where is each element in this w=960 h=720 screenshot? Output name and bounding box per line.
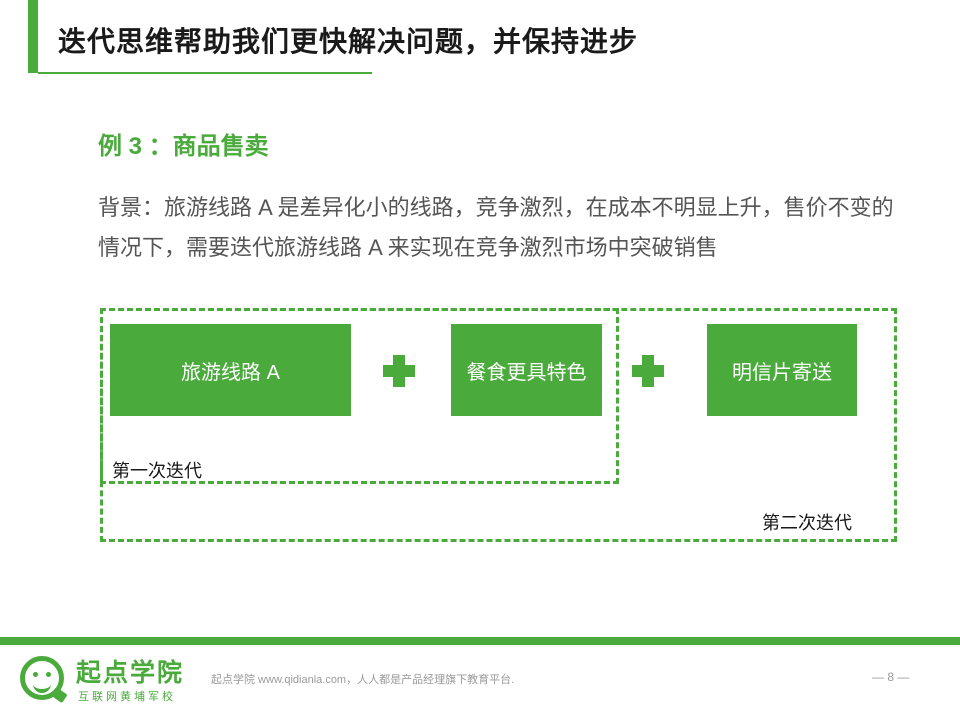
step-box-route-a: 旅游线路 A	[110, 324, 351, 416]
background-text: 背景：旅游线路 A 是差异化小的线路，竞争激烈，在成本不明显上升，售价不变的情况…	[98, 195, 894, 260]
plus-icon	[383, 355, 415, 387]
example-title: 例 3 ：商品售卖	[98, 133, 269, 160]
iteration-1-label: 第一次迭代	[112, 461, 202, 481]
footer-divider	[0, 637, 960, 645]
iteration-2-label: 第二次迭代	[762, 513, 852, 533]
step-box-food: 餐食更具特色	[451, 324, 602, 416]
logo-subtitle: 互联网黄埔军校	[78, 691, 176, 703]
logo-name: 起点学院	[76, 659, 185, 687]
logo-tail	[50, 686, 68, 704]
iteration-1-frame	[100, 308, 619, 484]
title-underline	[38, 72, 372, 74]
plus-icon	[632, 355, 664, 387]
logo-face-icon	[20, 656, 64, 700]
title-accent-bar	[28, 0, 38, 73]
page-number: — 8 —	[872, 670, 910, 684]
footer-tagline: 起点学院 www.qidianla.com，人人都是产品经理旗下教育平台.	[211, 674, 515, 686]
logo: 起点学院 互联网黄埔军校	[16, 652, 196, 708]
step-box-postcard: 明信片寄送	[707, 324, 857, 416]
page-title: 迭代思维帮助我们更快解决问题，并保持进步	[58, 26, 639, 57]
